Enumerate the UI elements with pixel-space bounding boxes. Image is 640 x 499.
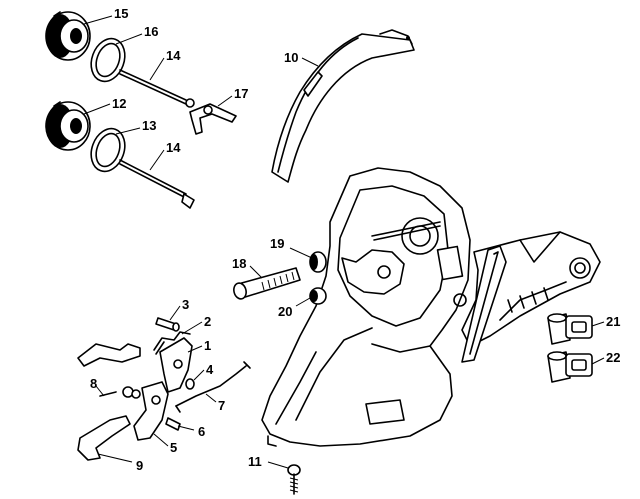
callout-14-bottom: 14: [166, 140, 181, 155]
callout-4: 4: [206, 362, 214, 377]
callout-12: 12: [112, 96, 126, 111]
part-12-knob: [45, 101, 91, 151]
callout-3: 3: [182, 297, 189, 312]
main-housing: [261, 167, 601, 447]
callout-9: 9: [136, 458, 143, 473]
part-11-screw: [287, 464, 301, 495]
callout-19: 19: [270, 236, 284, 251]
part-21-filter-element: [547, 313, 593, 345]
part-9-trigger: [77, 415, 131, 461]
part-6-pin: [165, 417, 181, 431]
part-14-rod-top: [119, 69, 195, 108]
callout-21: 21: [606, 314, 620, 329]
callout-15: 15: [114, 6, 128, 21]
part-15-knob: [45, 11, 91, 61]
part-5-interlock-lever: [133, 381, 169, 441]
callout-11: 11: [248, 454, 262, 469]
callout-8: 8: [90, 376, 97, 391]
part-13-seal-ring: [90, 127, 126, 173]
part-8-spring: [99, 386, 141, 399]
callout-10: 10: [284, 50, 298, 65]
part-3-pin: [155, 317, 180, 332]
callout-18: 18: [232, 256, 246, 271]
callout-20: 20: [278, 304, 292, 319]
part-1-throttle-lever: [77, 337, 193, 393]
part-14-rod-bottom: [119, 159, 195, 209]
callout-22: 22: [606, 350, 620, 365]
part-4-sleeve: [185, 378, 195, 390]
leader-lines: [83, 15, 605, 469]
callout-16: 16: [144, 24, 158, 39]
part-19-nut: [309, 251, 327, 273]
part-10-handle-cover: [271, 29, 415, 183]
part-17-bracket: [189, 103, 237, 135]
part-16-seal-ring: [90, 37, 126, 83]
callout-7: 7: [218, 398, 225, 413]
callout-13: 13: [142, 118, 156, 133]
callout-2: 2: [204, 314, 211, 329]
callout-labels: 15 16 14 17 12 13 14 10 19 18 20 3 2 1 4…: [90, 6, 620, 473]
part-7-rod: [175, 361, 251, 413]
callout-14-top: 14: [166, 48, 181, 63]
callout-1: 1: [204, 338, 211, 353]
part-18-bolt: [233, 267, 301, 300]
callout-5: 5: [170, 440, 177, 455]
callout-6: 6: [198, 424, 205, 439]
part-20-nut: [309, 287, 327, 305]
part-22-filter-element: [547, 351, 593, 383]
callout-17: 17: [234, 86, 248, 101]
